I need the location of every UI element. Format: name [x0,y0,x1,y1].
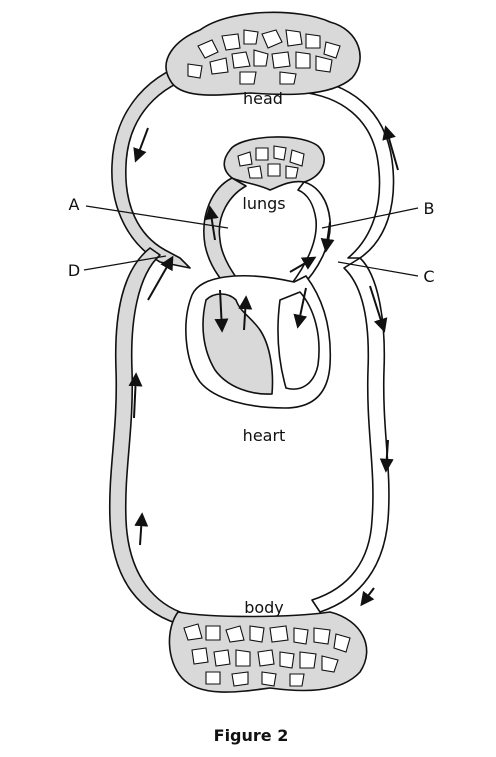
arrow-head-to-heart [133,127,149,163]
vena-cava-upper [111,59,201,269]
arrow-body-to-heart-mid [128,372,143,419]
vena-cava-lower [108,247,187,627]
pulmonary-vein [289,181,331,289]
label-d: D [68,261,80,280]
arrow-left-atrium [289,256,317,273]
arrow-right-atrium [214,289,229,333]
head-capillary-bed [165,11,361,96]
blood-flow-arrows [128,125,399,607]
left-ventricle [277,291,320,390]
arrow-pulmonary-artery [204,205,219,241]
label-lungs: lungs [242,194,285,213]
label-body: body [244,598,284,617]
heart [185,275,332,409]
leader-d [83,255,167,271]
aorta-to-head [299,77,395,259]
arrow-to-head [382,125,399,171]
label-head: head [243,89,283,108]
leader-b [321,207,419,229]
figure-caption: Figure 2 [214,726,289,745]
label-heart: heart [243,426,286,445]
label-a: A [69,195,80,214]
leader-a [85,205,229,229]
arrow-body-to-heart-low [134,512,149,546]
systemic-circulation [108,59,395,627]
arrow-aorta-mid [379,439,394,473]
arrow-aorta-out [369,285,388,333]
arrow-vena-cava-entry [147,255,174,301]
body-capillary-cells [183,623,351,687]
arrow-right-ventricle-out [238,295,253,331]
arrow-left-ventricle [293,287,308,329]
pulmonary-circulation [203,136,331,301]
head-capillary-cells [187,29,341,85]
lung-capillary-cells [237,145,305,179]
label-c: C [423,267,434,286]
arrow-aorta-low [360,587,375,607]
aorta-to-body [311,257,390,613]
label-leader-lines [83,205,419,277]
leader-c [337,261,419,277]
body-capillary-bed [168,611,368,693]
label-b: B [424,199,435,218]
